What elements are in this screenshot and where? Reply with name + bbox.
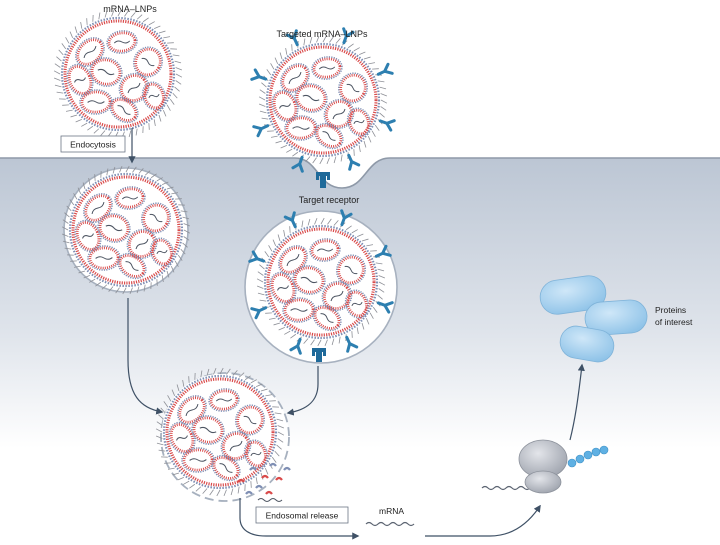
label-target-receptor: Target receptor: [299, 195, 360, 205]
target-receptor-membrane: [316, 172, 330, 188]
target-receptor-endosome: [312, 348, 326, 362]
arrow-endosome1-to-merge: [127, 298, 164, 415]
merged-endosome-lnp: [155, 367, 285, 497]
mrna-strand: [365, 521, 415, 527]
arrow-mrna-to-ribosome: [425, 504, 541, 537]
lnp-free: [53, 9, 183, 139]
endosome-2-lnp: [248, 209, 394, 355]
nascent-peptide: [567, 445, 609, 468]
arrow-release: [239, 498, 360, 540]
arrows: [127, 128, 585, 540]
label-proteins-line2: of interest: [655, 317, 693, 327]
ribosome: [481, 439, 568, 494]
label-mrna: mRNA: [379, 506, 404, 516]
arrow-to-proteins: [569, 363, 585, 441]
label-mrna-lnps: mRNA–LNPs: [103, 4, 157, 14]
targeted-lnp-free: [250, 27, 396, 173]
proteins-of-interest: [539, 275, 648, 363]
arrow-endosome2-to-merge: [286, 366, 319, 416]
label-endocytosis: Endocytosis: [70, 140, 116, 150]
endocytosis-box: [60, 135, 126, 153]
cell-membrane: [0, 157, 720, 189]
lipid-debris: [237, 462, 291, 502]
label-targeted-mrna-lnps: Targeted mRNA–LNPs: [276, 29, 368, 39]
label-proteins-line1: Proteins: [655, 305, 686, 315]
label-endosomal-release: Endosomal release: [266, 511, 339, 521]
endosome-1-lnp: [61, 165, 191, 295]
endosomal-release-box: [255, 506, 349, 524]
